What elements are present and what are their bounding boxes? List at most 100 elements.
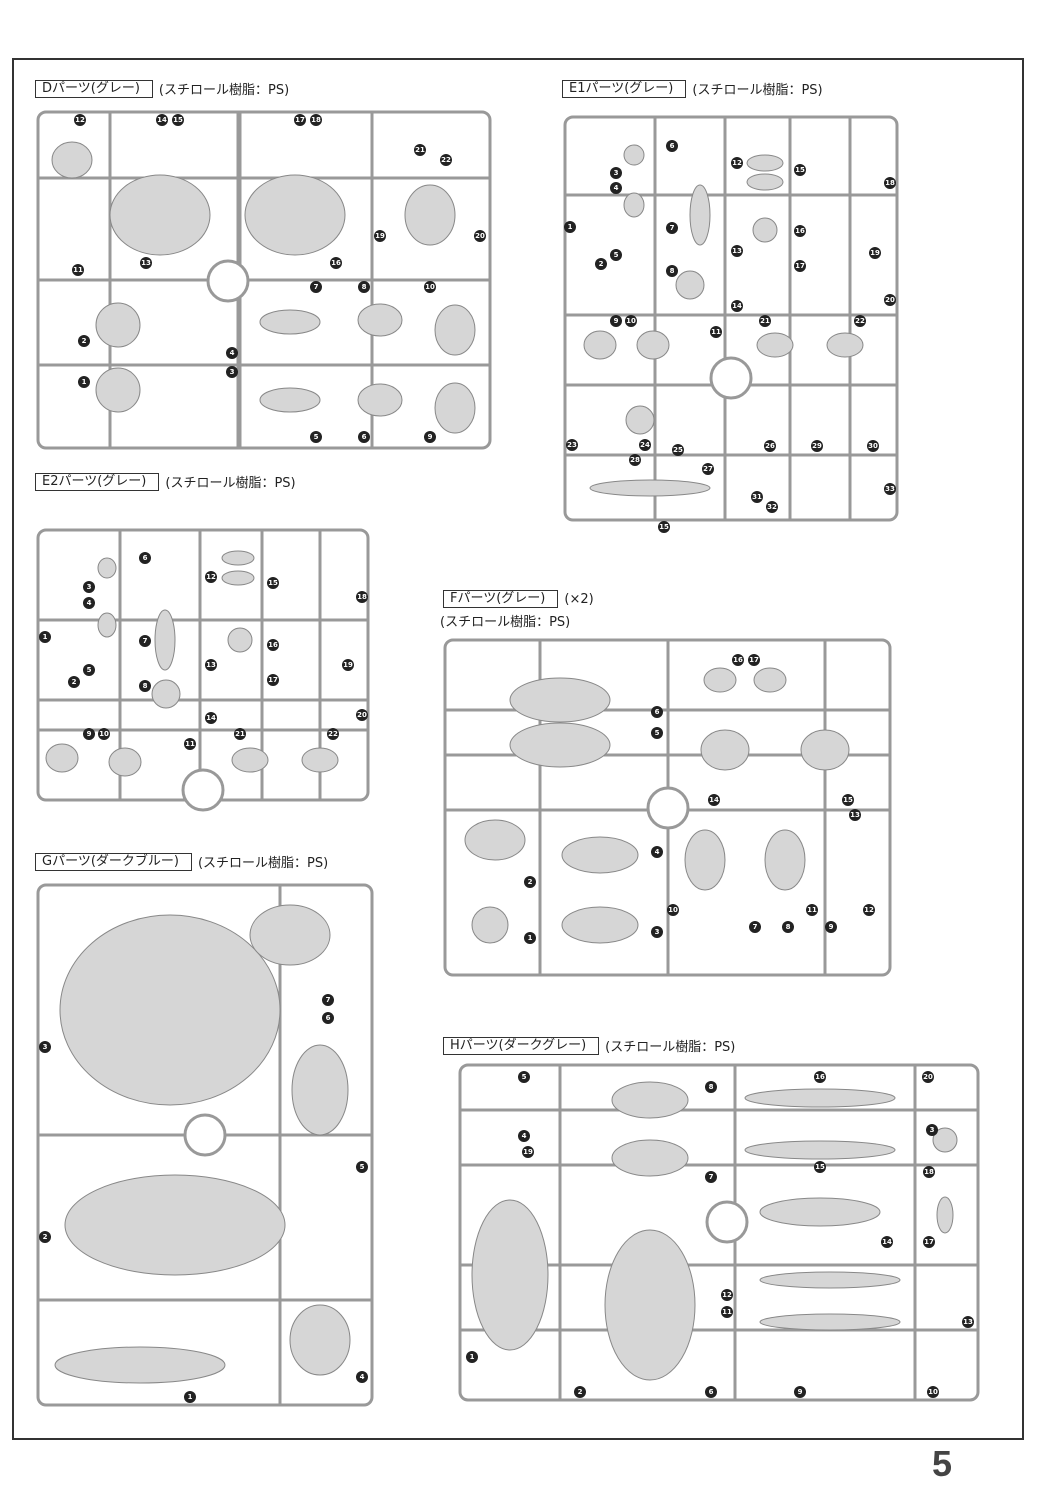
runner-e2-part xyxy=(221,570,255,586)
runner-h-part-number: 18 xyxy=(923,1166,935,1178)
runner-e1-part xyxy=(689,184,711,246)
runner-e2-part xyxy=(227,627,253,653)
runner-e2-part-number: 7 xyxy=(139,635,151,647)
runner-d-part xyxy=(95,367,141,413)
runner-d-part xyxy=(259,387,321,413)
runner-e1-part xyxy=(589,479,711,497)
runner-f-part xyxy=(464,819,526,861)
runner-d-part-number: 14 xyxy=(156,114,168,126)
runner-f-part xyxy=(684,829,726,891)
runner-d-heading: Dパーツ(グレー) (スチロール樹脂：PS) xyxy=(35,79,289,98)
runner-d-part-number: 13 xyxy=(140,257,152,269)
runner-e1-part-number: 9 xyxy=(610,315,622,327)
runner-d-part-number: 10 xyxy=(424,281,436,293)
runner-e1-part-number: 12 xyxy=(731,157,743,169)
runner-e1-label: E1パーツ(グレー) xyxy=(562,79,687,98)
runner-e2-part xyxy=(154,609,176,671)
runner-e1-part xyxy=(636,330,670,360)
runner-d-part xyxy=(95,302,141,348)
runner-f-part-number: 11 xyxy=(806,904,818,916)
runner-h-part xyxy=(744,1140,896,1160)
runner-e1-heading: E1パーツ(グレー) (スチロール樹脂：PS) xyxy=(562,79,823,98)
runner-f-material: (スチロール樹脂：PS) xyxy=(440,615,571,630)
runner-h-heading: Hパーツ(ダークグレー) (スチロール樹脂：PS) xyxy=(443,1036,735,1055)
runner-e1-part-number: 2 xyxy=(595,258,607,270)
runner-h-center-ring xyxy=(705,1200,749,1244)
runner-f-part-number: 12 xyxy=(863,904,875,916)
runner-h-part-number: 9 xyxy=(794,1386,806,1398)
runner-h-part xyxy=(759,1313,901,1331)
runner-e1-part-number: 10 xyxy=(625,315,637,327)
runner-g-material: (スチロール樹脂：PS) xyxy=(197,856,329,871)
runner-e1-material: (スチロール樹脂：PS) xyxy=(692,83,823,98)
runner-h-part-number: 5 xyxy=(518,1071,530,1083)
runner-h-part-number: 8 xyxy=(705,1081,717,1093)
runner-e2-part-number: 1 xyxy=(39,631,51,643)
runner-e1-part-number: 18 xyxy=(884,177,896,189)
runner-f-part xyxy=(509,722,611,768)
runner-f-part-number: 9 xyxy=(825,921,837,933)
runner-d-part-number: 16 xyxy=(330,257,342,269)
runner-g-part xyxy=(249,904,331,966)
runner-h-part xyxy=(759,1271,901,1289)
runner-e2-part-number: 13 xyxy=(205,659,217,671)
runner-e2-part-number: 17 xyxy=(267,674,279,686)
runner-e1-part xyxy=(746,173,784,191)
runner-e1-part-number: 20 xyxy=(884,294,896,306)
runner-f-part-number: 8 xyxy=(782,921,794,933)
runner-e1-part-number: 21 xyxy=(759,315,771,327)
runner-g-part-number: 4 xyxy=(356,1371,368,1383)
runner-h-part xyxy=(611,1081,689,1119)
runner-e1-part-number: 26 xyxy=(764,440,776,452)
runner-e1-part-number: 8 xyxy=(666,265,678,277)
runner-e1-part xyxy=(623,192,645,218)
runner-e2-part-number: 22 xyxy=(327,728,339,740)
runner-g-part-number: 1 xyxy=(184,1391,196,1403)
runner-f-part xyxy=(561,836,639,874)
runner-e1-part-number: 17 xyxy=(794,260,806,272)
runner-d-part-number: 18 xyxy=(310,114,322,126)
runner-d-part-number: 8 xyxy=(358,281,370,293)
runner-h-part xyxy=(611,1139,689,1177)
runner-f-part-number: 4 xyxy=(651,846,663,858)
runner-e1-part xyxy=(623,144,645,166)
runner-d-part-number: 3 xyxy=(226,366,238,378)
runner-e2-part-number: 12 xyxy=(205,571,217,583)
runner-e1-center-ring xyxy=(709,356,753,400)
runner-e2-part-number: 2 xyxy=(68,676,80,688)
runner-g-part-number: 3 xyxy=(39,1041,51,1053)
runner-h-part-number: 16 xyxy=(814,1071,826,1083)
runner-e2-part-number: 19 xyxy=(342,659,354,671)
runner-e2-part-number: 3 xyxy=(83,581,95,593)
runner-d-part-number: 2 xyxy=(78,335,90,347)
runner-e2-part-number: 6 xyxy=(139,552,151,564)
runner-e1-part xyxy=(752,217,778,243)
runner-g-heading: Gパーツ(ダークブルー) (スチロール樹脂：PS) xyxy=(35,852,328,871)
runner-e1-part-number: 19 xyxy=(869,247,881,259)
runner-h-part-number: 13 xyxy=(962,1316,974,1328)
runner-d-label: Dパーツ(グレー) xyxy=(35,79,153,98)
runner-d-part-number: 17 xyxy=(294,114,306,126)
runner-e1-part-number: 5 xyxy=(610,249,622,261)
runner-f-part xyxy=(471,906,509,944)
runner-f-part xyxy=(700,729,750,771)
runner-f-part-number: 13 xyxy=(849,809,861,821)
runner-e2-part-number: 11 xyxy=(184,738,196,750)
runner-g-part xyxy=(291,1044,349,1136)
runner-e1-part-number: 6 xyxy=(666,140,678,152)
runner-h-label: Hパーツ(ダークグレー) xyxy=(443,1036,600,1055)
runner-f-part-number: 5 xyxy=(651,727,663,739)
runner-f-part-number: 17 xyxy=(748,654,760,666)
runner-e1-part-number: 30 xyxy=(867,440,879,452)
runner-e2-part-number: 15 xyxy=(267,577,279,589)
runner-g-part xyxy=(64,1174,286,1276)
runner-e2-part-number: 9 xyxy=(83,728,95,740)
runner-e1-part xyxy=(746,154,784,172)
runner-h-part-number: 17 xyxy=(923,1236,935,1248)
runner-h-part xyxy=(471,1199,549,1351)
runner-e2-part xyxy=(108,747,142,777)
runner-e2-label: E2パーツ(グレー) xyxy=(35,472,160,491)
runner-e2-part xyxy=(221,550,255,566)
